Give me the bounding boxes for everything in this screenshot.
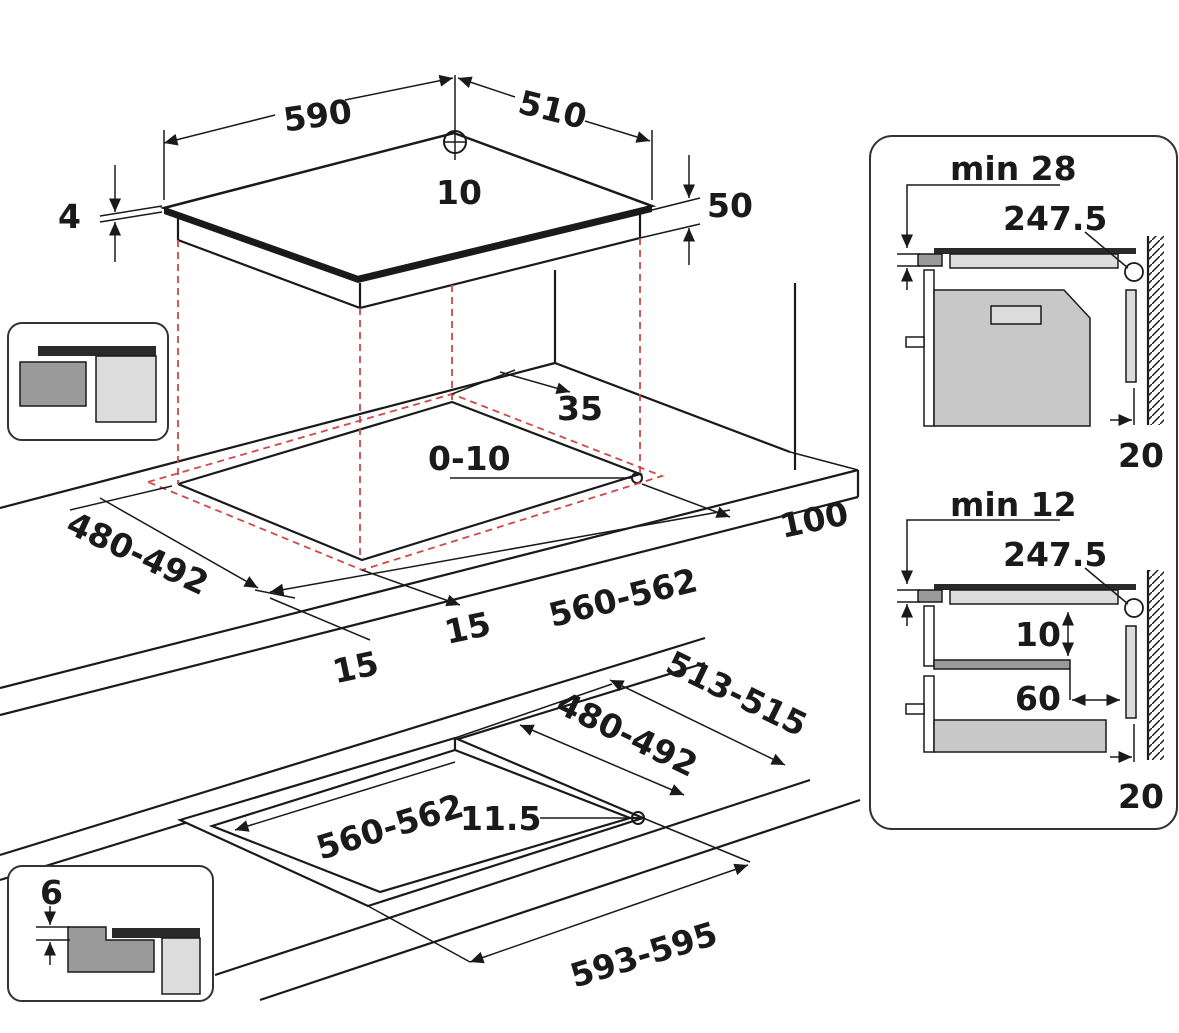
oven-wall-gap-label: 20 [1118,436,1164,475]
flush-step-label: 6 [40,873,63,912]
front-margin-left-label: 15 [329,643,382,691]
hob-glass-top [159,131,657,279]
drawer-wall-gap-label: 20 [1118,777,1164,816]
drawer-section [897,519,1164,763]
drawer-gap-label: 10 [1015,615,1061,654]
flush-mount-icon [7,865,214,1002]
drawer-clearance-label: 247.5 [1003,535,1107,574]
flush-mount-drawing [0,636,861,1002]
front-margin-right-label: 15 [441,604,494,652]
flush-outer-depth-label: 513-515 [660,643,813,744]
hob-glass-edge [164,206,652,283]
oven-section [897,184,1164,427]
flush-inner-depth-label: 480-492 [551,683,704,784]
drawer-min-gap-label: min 12 [950,485,1077,524]
flush-rebate-label: 11.5 [460,799,541,838]
oven-min-gap-label: min 28 [950,149,1077,188]
hob-width-label: 590 [281,91,355,139]
hob-depth-label: 510 [515,82,591,137]
hob-hole-label: 10 [436,173,482,212]
oven-clearance-label: 247.5 [1003,199,1107,238]
cutout-depth-label: 480-492 [61,504,215,603]
drawer-vent-gap-label: 60 [1015,679,1061,718]
wall-gap-label: 0-10 [428,439,511,478]
worktop-drawing [0,238,860,717]
hob-drawing [99,74,701,310]
standard-mount-icon [7,322,169,441]
hob-thickness-label: 4 [58,197,81,236]
hob-height-label: 50 [707,186,753,225]
rear-distance-label: 100 [776,493,851,545]
flush-outer-width-label: 593-595 [566,914,722,996]
side-section-panel: min 28 247.5 20 [869,135,1178,830]
rear-offset-label: 35 [557,389,603,428]
